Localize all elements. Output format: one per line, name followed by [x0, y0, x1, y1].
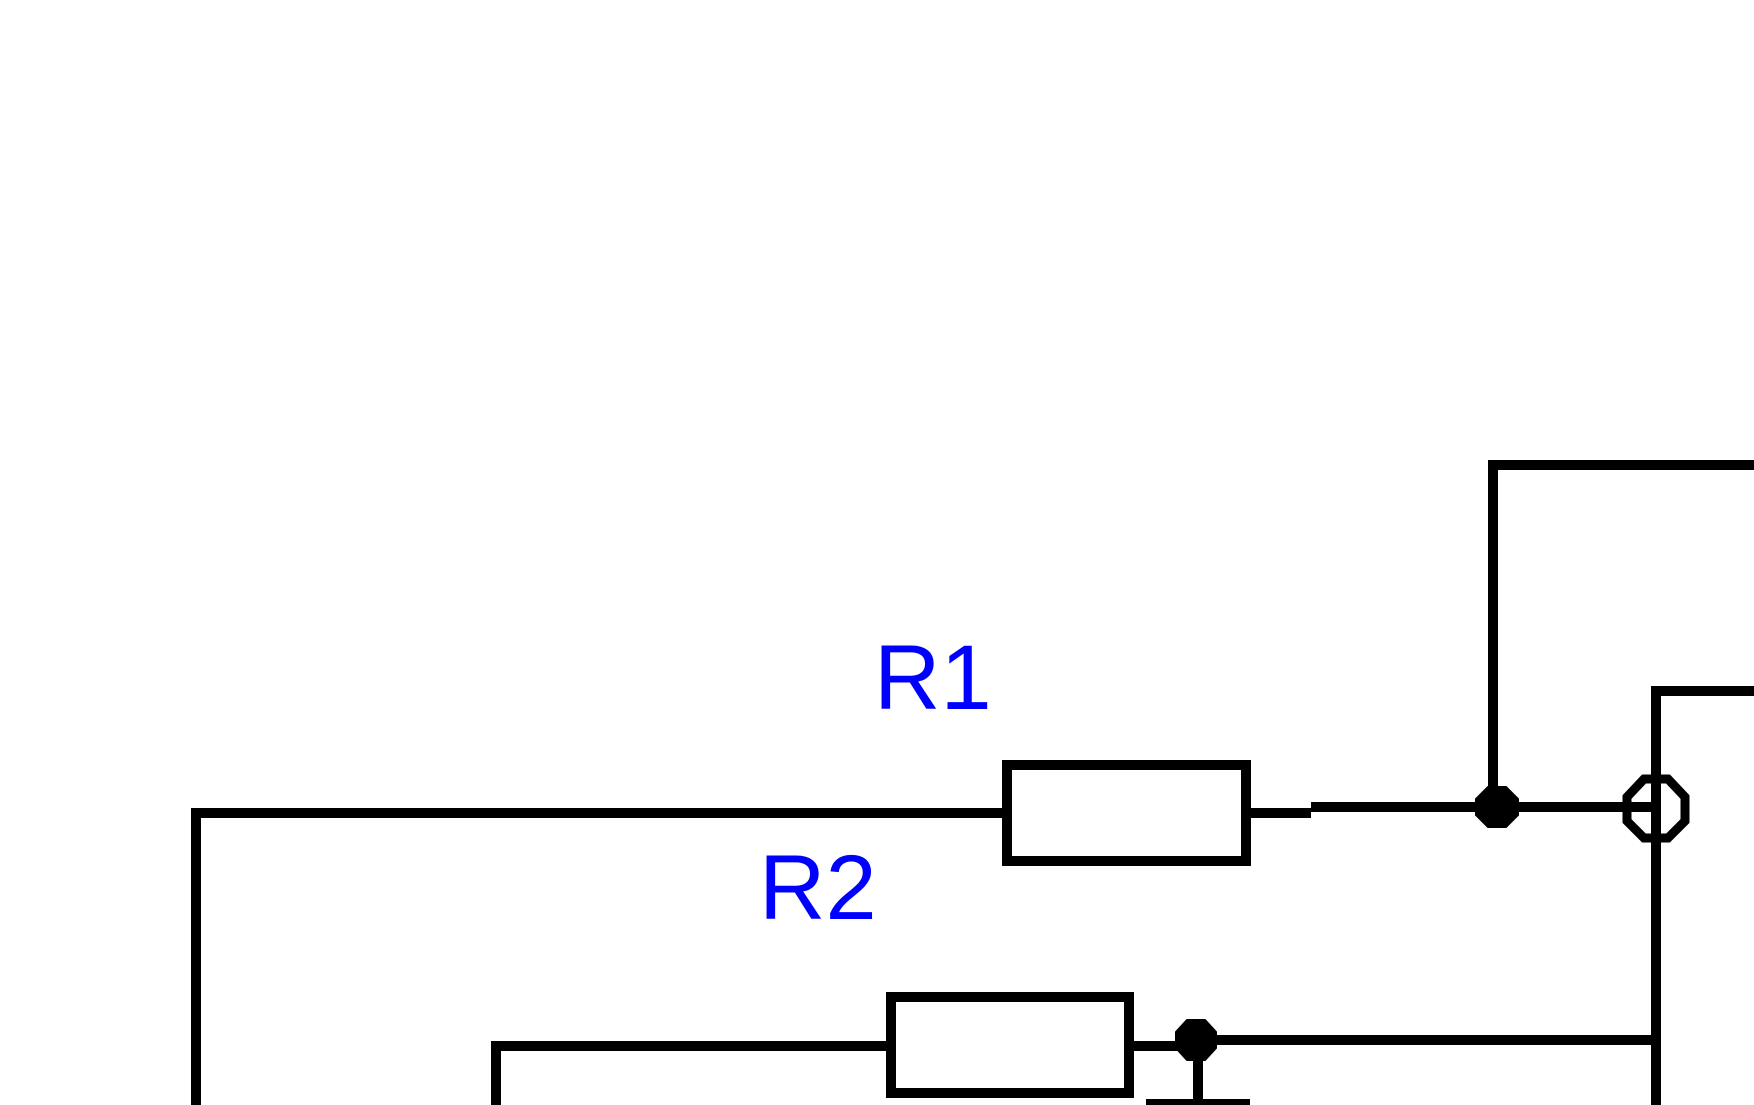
wire-right-vertical	[1651, 686, 1754, 1105]
r2-label: R2	[759, 837, 877, 939]
r1-label: R1	[874, 627, 992, 729]
resistor-r2	[886, 992, 1134, 1098]
junction-dot-r2-node	[1175, 1019, 1217, 1061]
wire-r2-left-lead	[491, 1041, 891, 1105]
resistor-r1	[1002, 760, 1251, 866]
wire-left-loop	[191, 808, 1007, 1105]
wire-top-feedback	[1488, 460, 1754, 807]
junction-dot-r1-node	[1475, 786, 1519, 828]
